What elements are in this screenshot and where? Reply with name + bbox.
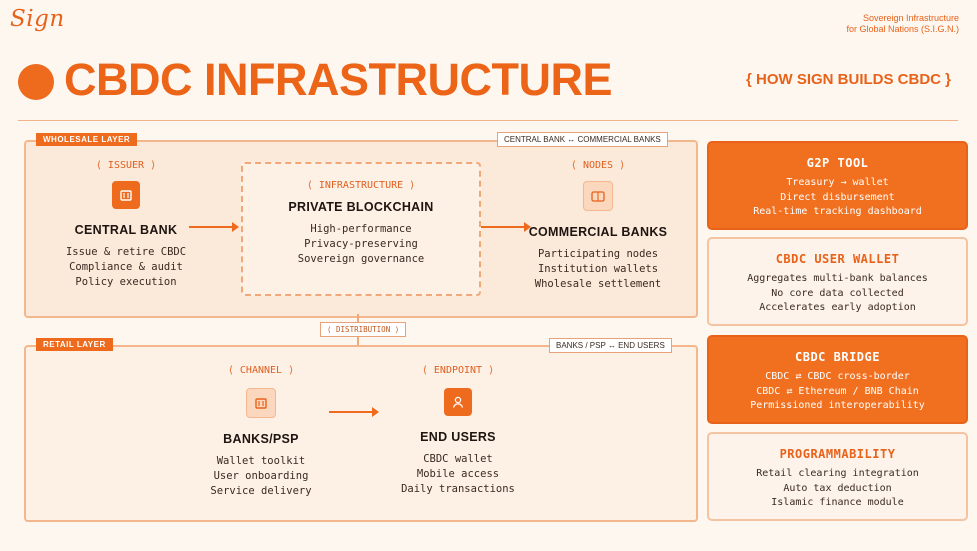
card-title: G2P TOOL (806, 156, 869, 170)
tagline-line-1: Sovereign Infrastructure (862, 13, 959, 23)
retail-flow-tag: BANKS / PSP ↔ END USERS (549, 338, 672, 353)
programmability-card: PROGRAMMABILITY Retail clearing integrat… (707, 432, 968, 521)
endpoint-node: ⟨ ENDPOINT ⟩ END USERS CBDC wallet Mobil… (376, 365, 540, 497)
card-line: Direct disbursement (780, 191, 895, 203)
card-title: CBDC BRIDGE (795, 350, 880, 364)
bank-icon (112, 181, 140, 209)
page-subtitle: { HOW SIGN BUILDS CBDC } (745, 71, 951, 88)
issuer-line: Policy execution (75, 276, 177, 288)
header-divider (18, 120, 958, 121)
user-icon (444, 388, 472, 416)
wholesale-layer-tag: WHOLESALE LAYER (36, 133, 138, 146)
card-line: Treasury → wallet (786, 177, 889, 188)
card-line: Accelerates early adoption (759, 302, 916, 313)
endpoint-line: CBDC wallet (423, 453, 493, 465)
infrastructure-role-label: ⟨ INFRASTRUCTURE ⟩ (306, 180, 416, 191)
card-title: CBDC USER WALLET (775, 252, 900, 266)
channel-node: ⟨ CHANNEL ⟩ BANKS/PSP Wallet toolkit Use… (181, 365, 341, 499)
nodes-title: COMMERCIAL BANKS (528, 225, 668, 239)
card-line: Islamic finance module (771, 497, 904, 508)
endpoint-line: Mobile access (416, 468, 500, 480)
issuer-role-label: ⟨ ISSUER ⟩ (95, 160, 157, 171)
g2p-tool-card: G2P TOOL Treasury → wallet Direct disbur… (707, 141, 968, 230)
card-line: Real-time tracking dashboard (753, 206, 922, 217)
endpoint-line: Daily transactions (401, 483, 515, 495)
card-line: Permissioned interoperability (750, 400, 925, 411)
issuer-node: ⟨ ISSUER ⟩ CENTRAL BANK Issue & retire C… (46, 160, 206, 290)
nodes-role-label: ⟨ NODES ⟩ (570, 160, 626, 171)
wholesale-flow-tag: CENTRAL BANK ↔ COMMERCIAL BANKS (497, 132, 668, 147)
retail-layer-panel (24, 345, 698, 522)
card-line: Aggregates multi-bank balances (747, 273, 928, 284)
infrastructure-title: PRIVATE BLOCKCHAIN (288, 200, 434, 214)
cbdc-user-wallet-card: CBDC USER WALLET Aggregates multi-bank b… (707, 237, 968, 326)
nodes-line: Participating nodes (537, 248, 659, 260)
retail-layer-tag: RETAIL LAYER (36, 338, 113, 351)
bank-icon (246, 388, 276, 418)
card-line: CBDC ⇄ CBDC cross-border (765, 371, 910, 382)
infrastructure-node: ⟨ INFRASTRUCTURE ⟩ PRIVATE BLOCKCHAIN Hi… (241, 180, 481, 267)
endpoint-role-label: ⟨ ENDPOINT ⟩ (421, 365, 495, 376)
infrastructure-line: Privacy-preserving (304, 238, 418, 250)
nodes-line: Institution wallets (537, 263, 659, 275)
channel-role-label: ⟨ CHANNEL ⟩ (227, 365, 295, 376)
channel-line: User onboarding (213, 470, 309, 482)
card-line: Retail clearing integration (756, 468, 919, 479)
wallet-icon (583, 181, 613, 211)
infrastructure-box (241, 162, 481, 296)
channel-line: Service delivery (210, 485, 312, 497)
card-title: PROGRAMMABILITY (779, 447, 896, 461)
channel-title: BANKS/PSP (223, 432, 299, 446)
sign-logo: Sign (10, 6, 65, 32)
nodes-line: Wholesale settlement (534, 278, 662, 290)
infrastructure-line: High-performance (310, 223, 412, 235)
cbdc-bridge-card: CBDC BRIDGE CBDC ⇄ CBDC cross-border CBD… (707, 335, 968, 424)
distribution-tag: ⟨ DISTRIBUTION ⟩ (320, 322, 407, 337)
infrastructure-line: Sovereign governance (297, 253, 425, 265)
issuer-line: Compliance & audit (69, 261, 183, 273)
title-dot-icon (18, 64, 54, 100)
issuer-to-infra-arrow (189, 222, 239, 232)
infra-to-nodes-arrow (481, 222, 531, 232)
channel-to-endpoint-arrow (329, 407, 379, 417)
card-line: Auto tax deduction (783, 482, 892, 494)
tagline-line-2: for Global Nations (S.I.G.N.) (846, 24, 959, 34)
page-title: CBDC INFRASTRUCTURE (64, 54, 612, 105)
card-line: No core data collected (771, 287, 904, 299)
channel-line: Wallet toolkit (216, 455, 306, 467)
endpoint-title: END USERS (420, 430, 496, 444)
nodes-node: ⟨ NODES ⟩ COMMERCIAL BANKS Participating… (516, 160, 680, 292)
issuer-line: Issue & retire CBDC (65, 246, 187, 258)
issuer-title: CENTRAL BANK (74, 223, 178, 237)
tagline: Sovereign Infrastructure for Global Nati… (759, 13, 959, 35)
card-line: CBDC ⇄ Ethereum / BNB Chain (756, 385, 919, 397)
